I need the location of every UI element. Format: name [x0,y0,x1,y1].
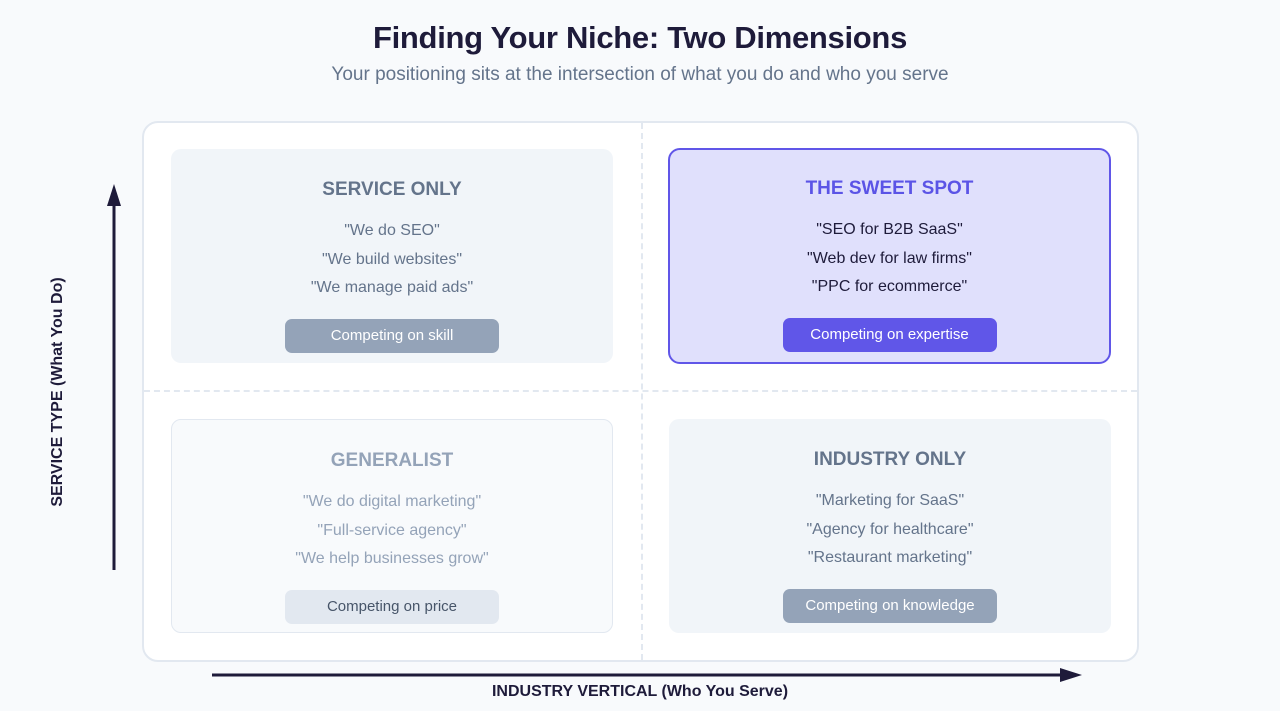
example-item: "Full-service agency" [317,521,467,539]
quadrant-examples: "We do SEO" "We build websites" "We mana… [171,217,613,303]
example-item: "Web dev for law firms" [807,249,972,267]
competition-badge: Competing on expertise [782,318,997,352]
quadrant-industry-only: INDUSTRY ONLY "Marketing for SaaS" "Agen… [669,419,1111,633]
page-title: Finding Your Niche: Two Dimensions [372,20,908,55]
quadrant-title: GENERALIST [330,450,454,471]
example-item: "Restaurant marketing" [807,549,973,566]
page-subtitle: Your positioning sits at the intersectio… [331,64,949,85]
example-item: "We build websites" [321,250,462,268]
y-axis-arrow-icon [107,184,121,570]
quadrant-title: INDUSTRY ONLY [813,449,967,470]
quadrant-examples: "We do digital marketing" "Full-service … [172,488,612,574]
example-item: "PPC for ecommerce" [811,278,968,295]
quadrant-generalist: GENERALIST "We do digital marketing" "Fu… [171,419,613,633]
example-item: "Marketing for SaaS" [815,492,965,509]
example-item: "We help businesses grow" [295,550,489,567]
horizontal-divider [144,390,1137,392]
x-axis-arrow-icon [212,668,1082,682]
example-item: "We do SEO" [344,222,440,239]
competition-badge: Competing on knowledge [783,589,997,623]
y-axis-label: SERVICE TYPE (What You Do) [49,277,66,507]
x-axis-label: INDUSTRY VERTICAL (Who You Serve) [491,683,789,700]
example-item: "We do digital marketing" [302,493,482,510]
example-item: "SEO for B2B SaaS" [816,221,963,238]
quadrant-title: SERVICE ONLY [322,179,462,200]
quadrant-title: THE SWEET SPOT [805,178,974,199]
quadrant-examples: "SEO for B2B SaaS" "Web dev for law firm… [670,216,1109,302]
competition-badge: Competing on price [285,590,499,624]
competition-badge: Competing on skill [285,319,499,353]
quadrant-frame: SERVICE ONLY "We do SEO" "We build websi… [142,121,1139,662]
example-item: "Agency for healthcare" [806,520,974,538]
example-item: "We manage paid ads" [310,279,474,296]
quadrant-examples: "Marketing for SaaS" "Agency for healthc… [669,487,1111,573]
quadrant-sweet-spot: THE SWEET SPOT "SEO for B2B SaaS" "Web d… [668,148,1111,364]
quadrant-service-only: SERVICE ONLY "We do SEO" "We build websi… [171,149,613,363]
